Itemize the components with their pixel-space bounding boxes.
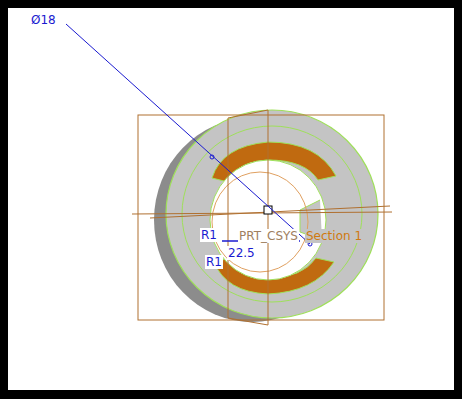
length-dimension: 22.5 (227, 246, 256, 260)
csys-label: PRT_CSYS (238, 229, 299, 243)
viewport-ground (8, 8, 454, 390)
csys-marker (264, 206, 272, 214)
ring-front (166, 110, 378, 318)
section-label: Section 1 (305, 229, 363, 243)
dimension-leader (66, 24, 310, 244)
datum-planes (132, 110, 392, 325)
dimension-arrow (210, 155, 214, 159)
radius-dimension: R1 (200, 228, 218, 242)
diameter-dimension: Ø18 (30, 13, 57, 27)
radius-dimension: R1 (205, 255, 223, 269)
sketch-circle (212, 172, 308, 272)
